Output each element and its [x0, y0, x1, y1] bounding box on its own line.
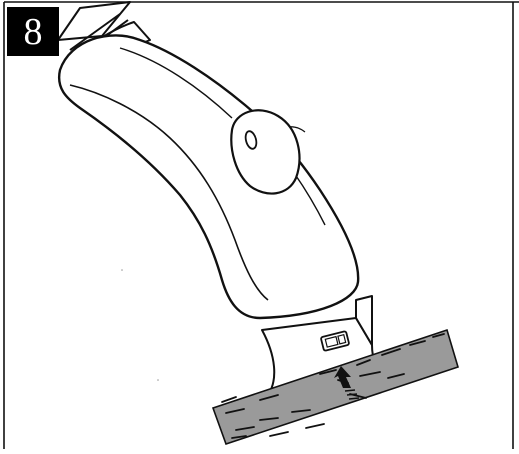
foot-cover — [57, 34, 360, 320]
release-button — [230, 109, 301, 195]
stray-marks — [121, 269, 159, 381]
frame — [3, 1, 519, 449]
lock-icon — [320, 330, 350, 352]
step-number: 8 — [23, 10, 43, 53]
step-number-badge: 8 — [7, 7, 59, 56]
roof-rail — [211, 328, 459, 446]
push-arrow — [334, 366, 360, 400]
